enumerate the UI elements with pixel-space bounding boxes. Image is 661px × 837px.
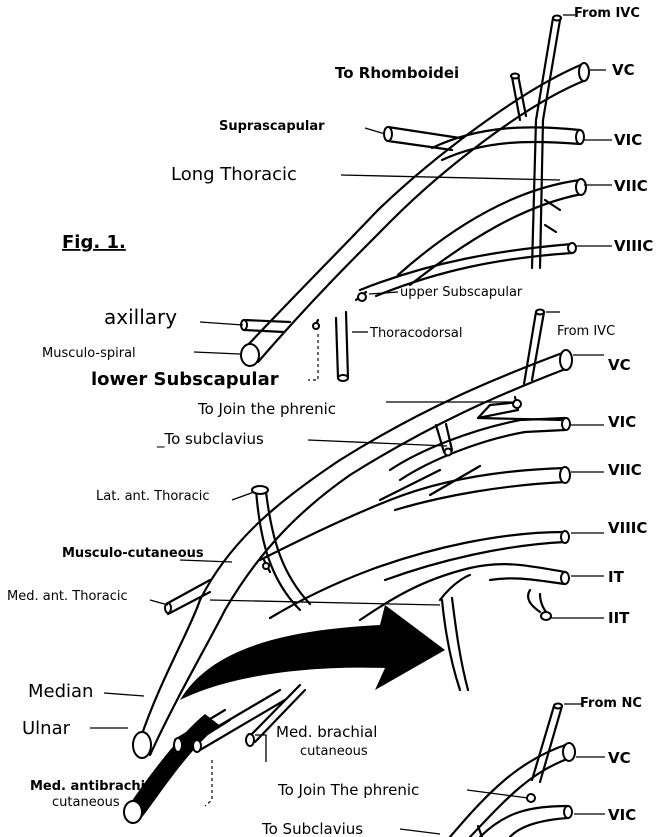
label-viic-middle: VIIC [608, 461, 642, 479]
label-to-rhomboidei: To Rhomboidei [335, 64, 459, 82]
label-axillary: axillary [104, 305, 177, 329]
label-med-brachial-1: Med. brachial [276, 723, 377, 741]
label-lower-subscapular: lower Subscapular [91, 369, 279, 390]
label-musculo-cutaneous: Musculo-cutaneous [62, 546, 204, 561]
label-viiic-top: VIIIC [614, 237, 653, 255]
label-vic-top: VIC [614, 131, 642, 149]
label-vic-middle: VIC [608, 413, 636, 431]
label-med-antibrachial-2: cutaneous [52, 795, 120, 810]
label-vic-bottom: VIC [608, 806, 636, 824]
label-to-subclavius: _To subclavius [156, 430, 264, 449]
label-thoracodorsal: Thoracodorsal [369, 326, 462, 341]
label-med-antibrachial-1: Med. antibrachiol [30, 779, 159, 794]
label-vc-top: VC [612, 61, 635, 79]
label-viic-top: VIIC [614, 177, 648, 195]
label-long-thoracic: Long Thoracic [171, 164, 297, 185]
label-upper-subscapular: upper Subscapular [400, 285, 523, 300]
bottom-leader-lines [400, 704, 605, 834]
label-from-nc: From NC [580, 696, 642, 711]
label-vc-bottom: VC [608, 749, 631, 767]
label-lat-ant-thoracic: Lat. ant. Thoracic [96, 489, 210, 504]
label-suprascapular: Suprascapular [219, 119, 325, 134]
label-median: Median [28, 681, 93, 702]
label-ulnar: Ulnar [22, 718, 71, 739]
label-vc-middle: VC [608, 356, 631, 374]
label-viiic-middle: VIIIC [608, 519, 647, 537]
label-iit: IIT [608, 609, 630, 627]
label-from-ivc-top: From IVC [574, 6, 640, 21]
label-to-join-phrenic: To Join the phrenic [197, 400, 336, 418]
label-med-ant-thoracic: Med. ant. Thoracic [7, 589, 128, 604]
label-med-brachial-2: cutaneous [300, 744, 368, 759]
label-to-subclavius-bottom: To Subclavius [261, 820, 363, 837]
bottom-plexus-diagram [450, 704, 575, 837]
label-to-join-phrenic-bottom: To Join The phrenic [277, 781, 419, 799]
figure-label: Fig. 1. [62, 232, 126, 253]
label-it: IT [608, 568, 625, 586]
label-from-ivc-middle: From IVC [557, 324, 615, 339]
label-musculo-spiral: Musculo-spiral [42, 346, 136, 361]
